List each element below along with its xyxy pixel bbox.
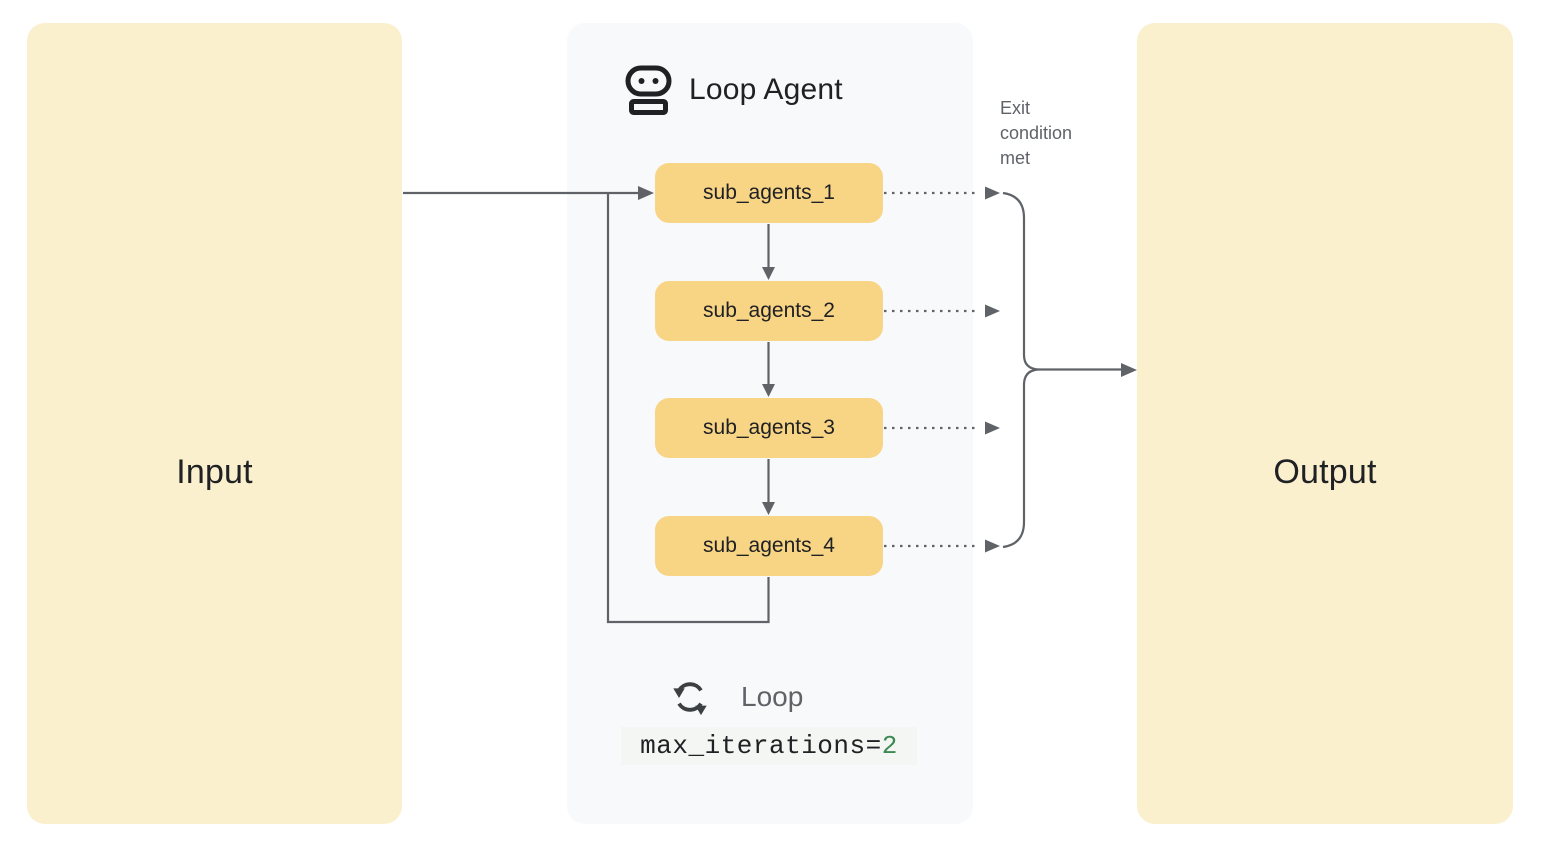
sub-agent-box-2: sub_agents_2: [655, 281, 883, 341]
loop-agent-header: Loop Agent: [625, 65, 843, 115]
sync-loop-icon: [673, 682, 707, 716]
output-arrow: [1040, 363, 1137, 377]
robot-icon: [625, 65, 672, 115]
sub-agent-box-1: sub_agents_1: [655, 163, 883, 223]
max-iterations-code: max_iterations=2: [621, 727, 917, 765]
output-label: Output: [1273, 453, 1377, 491]
sub-agent-label: sub_agents_3: [703, 416, 835, 439]
sub-agent-box-4: sub_agents_4: [655, 516, 883, 576]
sub-agent-box-3: sub_agents_3: [655, 398, 883, 458]
sub-agent-label: sub_agents_1: [703, 181, 835, 204]
input-label: Input: [176, 453, 253, 491]
input-box: Input: [27, 23, 402, 824]
max-iterations-param: max_iterations=: [640, 731, 882, 761]
loop-agent-title: Loop Agent: [689, 73, 843, 106]
sub-agent-label: sub_agents_4: [703, 534, 835, 557]
merge-bracket: [1002, 191, 1041, 549]
max-iterations-value: 2: [881, 731, 898, 761]
loop-row: Loop: [669, 676, 803, 718]
loop-agent-panel: Loop Agent sub_agents_1 sub_agents_2 sub…: [567, 23, 973, 824]
loop-label: Loop: [741, 681, 804, 712]
sub-agent-label: sub_agents_2: [703, 299, 835, 322]
output-box: Output: [1137, 23, 1513, 824]
exit-condition-note: Exit condition met: [1000, 98, 1073, 168]
